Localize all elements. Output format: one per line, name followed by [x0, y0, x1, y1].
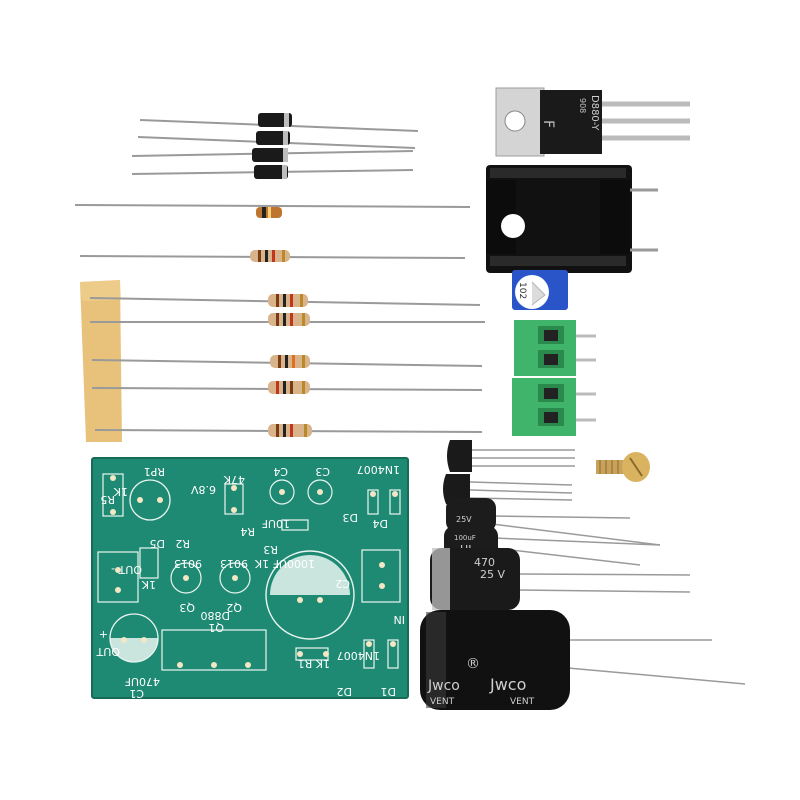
transistor-code: 908 — [578, 98, 587, 113]
pcb-board: R5 1K RP1 6.8V 47K C4 C3 1N4007 R4 10UF … — [91, 457, 409, 700]
small-cap-value: 100uF — [454, 534, 476, 542]
medium-capacitor: 470 25 V — [430, 548, 691, 610]
pcb-label-1n4007-bottom: 1N4007 — [337, 649, 380, 662]
pcb-label-1000uf: 1000UF 1K — [254, 557, 315, 570]
mid-cap-value: 470 — [474, 556, 495, 569]
taped-resistor-3 — [91, 355, 483, 368]
pcb-label-1k-b: 1K — [141, 578, 156, 591]
large-cap-vent-right: VENT — [510, 697, 535, 707]
diode-group — [131, 113, 419, 179]
terminal-block-1 — [514, 320, 596, 376]
pcb-label-9013-a: 9013 — [174, 557, 202, 570]
pcb-label-d4: D4 — [373, 517, 388, 530]
large-cap-vent-left: VENT — [430, 697, 455, 707]
pcb-label-rp1: RP1 — [144, 465, 165, 478]
taped-resistor-5 — [94, 424, 483, 437]
large-cap-brand-right: Jwco — [489, 675, 526, 694]
small-cap-voltage: 25V — [456, 515, 472, 524]
pcb-label-c4: C4 — [273, 465, 288, 478]
brass-screw — [596, 452, 650, 482]
pcb-label-1k-r1: 1K R1 — [298, 657, 330, 670]
transistor-brand-logo: F — [540, 120, 556, 128]
pcb-label-10uf: 10UF — [262, 517, 290, 530]
large-cap-brand-left: Jwco — [427, 678, 460, 694]
pcb-label-47k: 47K — [223, 473, 245, 486]
pcb-label-c1: C1 — [129, 687, 144, 700]
pcb-label-c3: C3 — [315, 465, 330, 478]
taped-resistor-2 — [90, 313, 485, 326]
pcb-label-plus: + — [99, 628, 108, 641]
pcb-label-9013-b: 9013 — [220, 557, 248, 570]
pcb-label-1k-a: 1K — [113, 485, 128, 498]
pcb-label-out-minus: OUT - — [111, 563, 142, 576]
pcb-label-r2: R2 — [175, 537, 190, 550]
pcb-label-r3: R3 — [263, 543, 278, 556]
pcb-label-q2: Q2 — [226, 601, 242, 614]
pcb-label-d1: D1 — [381, 685, 396, 698]
terminal-block-2 — [512, 378, 596, 436]
taped-resistor-1 — [89, 294, 481, 307]
pcb-label-d5: D5 — [150, 537, 165, 550]
diode-1 — [139, 113, 419, 132]
power-transistor: F 908 D880-Y — [495, 87, 690, 157]
heatsink — [486, 165, 658, 273]
pcb-label-d880: D880 — [201, 609, 230, 622]
pcb-label-out: OUT — [96, 645, 120, 658]
pcb-label-d2: D2 — [337, 685, 352, 698]
large-capacitor: ® Jwco Jwco VENT VENT — [420, 610, 746, 710]
pcb-label-q1: Q1 — [208, 621, 224, 634]
pcb-label-470uf: 470UF — [125, 675, 160, 688]
pcb-label-r5: R5 — [100, 493, 115, 506]
diode-4 — [131, 165, 414, 179]
mid-cap-voltage: 25 V — [480, 568, 505, 581]
pcb-label-6-8v: 6.8V — [191, 483, 216, 496]
small-capacitor-1: 25V — [446, 498, 661, 546]
pcb-label-1n4007-top: 1N4007 — [357, 463, 400, 476]
pcb-label-q3: Q3 — [179, 601, 195, 614]
transistor-marking: D880-Y — [589, 95, 600, 131]
diode-2 — [137, 131, 416, 149]
trimmer-marking: 102 — [517, 282, 527, 299]
diode-3 — [131, 148, 414, 162]
small-transistors — [443, 440, 575, 504]
resistor-single — [79, 250, 466, 262]
pcb-label-c2: C2 — [335, 577, 350, 590]
taped-resistor-4 — [91, 381, 483, 394]
trimmer-potentiometer: 102 — [512, 270, 568, 310]
large-cap-reg-mark: ® — [466, 656, 480, 672]
pcb-label-d3: D3 — [343, 511, 358, 524]
zener-diode — [74, 204, 471, 218]
resistor-tape-strip — [80, 280, 485, 442]
pcb-label-r4: R4 — [240, 525, 255, 538]
pcb-label-in: IN — [394, 613, 405, 626]
